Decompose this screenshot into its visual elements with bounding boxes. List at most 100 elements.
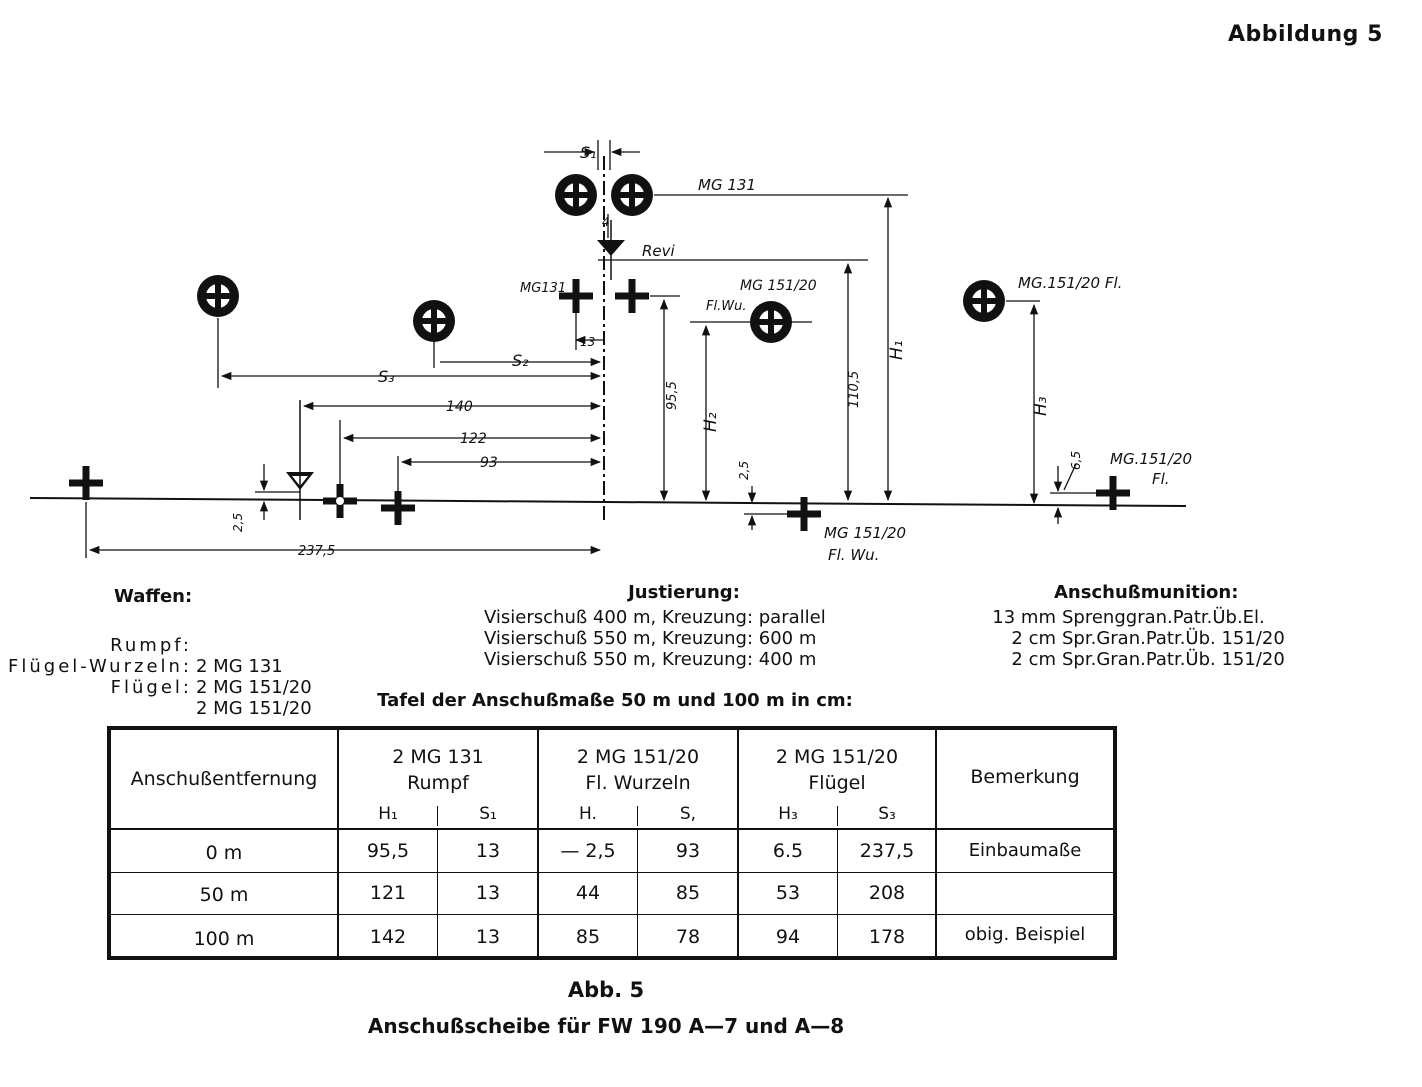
dim-h2: H₂ — [701, 412, 721, 432]
dim-s3: S₃ — [378, 367, 395, 386]
ammunition-section: Anschußmunition: 13 mm Sprenggran.Patr.Ü… — [988, 582, 1318, 670]
ammo-row: 2 cm Spr.Gran.Patr.Üb. 151/20 — [988, 628, 1318, 649]
header-h: H₁ — [378, 804, 398, 824]
dim-65: 6,5 — [1069, 451, 1083, 470]
table-title: Tafel der Anschußmaße 50 m und 100 m in … — [377, 690, 853, 711]
ammo-row: 2 cm Spr.Gran.Patr.Üb. 151/20 — [988, 649, 1318, 670]
target-mg131-left — [555, 174, 597, 216]
label-flwu-top: Fl.Wu. — [706, 299, 746, 314]
ammo-row: 13 mm Sprenggran.Patr.Üb.El. — [988, 607, 1318, 628]
adjustment-line: Visierschuß 550 m, Kreuzung: 600 m — [484, 628, 817, 649]
label-fl-bottom: Fl. — [1152, 470, 1170, 488]
cell-s2: 78 — [675, 926, 701, 948]
cell-distance: 100 m — [193, 928, 255, 950]
cross-flwu-bottom — [787, 497, 821, 531]
header-group-line1: 2 MG 151/20 — [576, 746, 700, 768]
ammunition-title: Anschußmunition: — [1054, 582, 1239, 603]
header-group-line2: Rumpf — [407, 772, 469, 794]
cell-s1: 13 — [475, 926, 501, 948]
cell-h1: 142 — [369, 926, 407, 948]
cell-s3: 208 — [868, 882, 906, 904]
weapon-key: Flügel: — [110, 677, 192, 698]
ammo-caliber: 13 mm — [992, 607, 1056, 628]
adjustment-line: Visierschuß 400 m, Kreuzung: parallel — [484, 607, 826, 628]
cell-distance: 0 m — [205, 842, 243, 864]
label-mg15120-fl-top: MG.151/20 Fl. — [1018, 274, 1122, 292]
header-group-line1: 2 MG 151/20 — [775, 746, 899, 768]
cell-s1: 13 — [475, 840, 501, 862]
cell-s2: 93 — [675, 840, 701, 862]
ammo-name: Spr.Gran.Patr.Üb. 151/20 — [1062, 649, 1285, 670]
caption-label: Abb. 5 — [567, 978, 645, 1002]
cell-h2: 44 — [575, 882, 601, 904]
dim-25-left: 2,5 — [231, 513, 245, 532]
ammo-name: Spr.Gran.Patr.Üb. 151/20 — [1062, 628, 1285, 649]
header-h: H₃ — [778, 804, 798, 824]
weapon-value: 2 MG 151/20 — [196, 698, 312, 719]
header-s: S₃ — [878, 804, 896, 824]
dim-4: 4 — [602, 215, 610, 229]
label-mg131-top: MG 131 — [698, 176, 756, 194]
dim-140: 140 — [446, 399, 473, 415]
adjustment-title: Justierung: — [628, 582, 740, 603]
header-remark: Bemerkung — [970, 766, 1080, 788]
weapons-title: Waffen: — [114, 586, 193, 607]
cell-h1: 95,5 — [366, 840, 410, 862]
dim-2375: 237,5 — [298, 544, 335, 559]
label-mg15120-flwu-bottom: MG 151/20 — [824, 524, 906, 542]
header-group-line2: Fl. Wurzeln — [585, 772, 691, 794]
cross-far-left — [69, 466, 103, 500]
target-flwu-left — [413, 300, 455, 342]
target-mg131-right — [611, 174, 653, 216]
header-distance: Anschußentfernung — [130, 768, 318, 790]
adjustment-section: Justierung: Visierschuß 400 m, Kreuzung:… — [484, 582, 864, 670]
dim-h1: H₁ — [887, 340, 907, 360]
weapons-section: Waffen: Rumpf: 2 MG 131 Flügel-Wurzeln: … — [0, 586, 360, 719]
dim-122: 122 — [460, 431, 487, 447]
dim-h3: H₃ — [1031, 396, 1051, 416]
weapon-row: Flügel: 2 MG 151/20 — [0, 656, 312, 740]
weapon-value: 2 MG 151/20 — [196, 677, 312, 698]
header-h: H. — [579, 804, 597, 824]
cell-s3: 178 — [868, 926, 906, 948]
caption-title: Anschußscheibe für FW 190 A—7 und A—8 — [367, 1014, 845, 1038]
cell-h3: 6.5 — [772, 840, 804, 862]
figure-label: Abbildung 5 — [1228, 22, 1383, 47]
dim-s1: S₁ — [580, 143, 597, 162]
cell-h2: 85 — [575, 926, 601, 948]
baseline — [29, 497, 1187, 507]
dim-25-mid: 2,5 — [737, 461, 751, 480]
cell-h1: 121 — [369, 882, 407, 904]
label-mg15120-fl-bottom: MG.151/20 — [1110, 450, 1192, 468]
adjustment-line: Visierschuß 550 m, Kreuzung: 400 m — [484, 649, 817, 670]
header-s: S₁ — [479, 804, 497, 824]
target-fl-right — [963, 280, 1005, 322]
ammo-name: Sprenggran.Patr.Üb.El. — [1062, 607, 1265, 628]
cell-remark: Einbaumaße — [968, 840, 1082, 861]
cell-s3: 237,5 — [859, 840, 915, 862]
cell-h2: — 2,5 — [560, 840, 616, 862]
measurement-table: Anschußentfernung 2 MG 131 Rumpf H₁ S₁ 2… — [107, 726, 1117, 960]
cell-s2: 85 — [675, 882, 701, 904]
cell-h3: 53 — [775, 882, 801, 904]
label-mg131-cross: MG131 — [520, 281, 566, 296]
cell-h3: 94 — [775, 926, 801, 948]
target-diagram: MG 131 Revi MG131 MG 151/20 Fl.Wu. MG.15… — [29, 140, 1192, 564]
cell-distance: 50 m — [199, 884, 249, 906]
dim-13: 13 — [580, 335, 595, 349]
ammo-caliber: 2 cm — [1011, 628, 1056, 649]
header-group-line1: 2 MG 131 — [392, 746, 484, 768]
weapon-value: 2 MG 131 — [196, 656, 283, 677]
dim-1105: 110,5 — [847, 371, 862, 408]
cell-remark: obig. Beispiel — [964, 924, 1086, 945]
dim-s2: S₂ — [512, 351, 529, 370]
label-mg15120-flwu-top: MG 151/20 — [740, 278, 817, 294]
header-group-line2: Flügel — [808, 772, 866, 794]
dim-93: 93 — [480, 455, 498, 471]
target-fl-left — [197, 275, 239, 317]
weapon-row: Rumpf: 2 MG 131 — [0, 614, 283, 698]
label-revi: Revi — [642, 242, 676, 260]
label-flwu-bottom: Fl. Wu. — [828, 546, 879, 564]
header-s: S, — [679, 804, 697, 824]
dim-955: 95,5 — [665, 381, 680, 410]
